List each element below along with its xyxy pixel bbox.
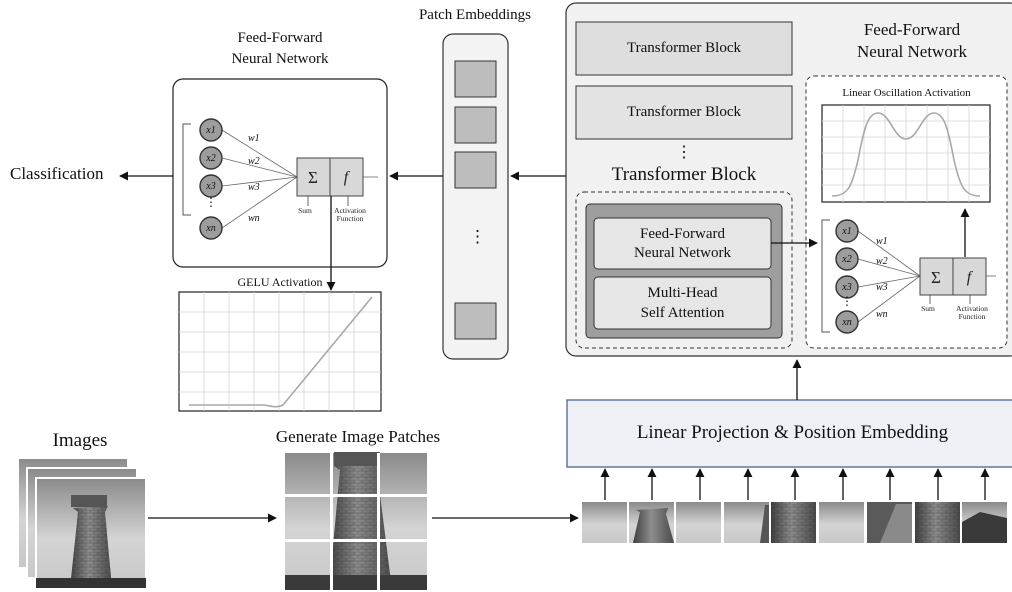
- transformer-ellipsis: ⋮: [676, 144, 692, 161]
- left-sum-label: Sum: [298, 206, 312, 215]
- left-ffn-title-1: Feed-Forward: [237, 30, 323, 46]
- mhsa-sub-block-label-1: Multi-Head: [647, 285, 718, 301]
- linear-projection-box[interactable]: [566, 399, 1012, 468]
- left-weight-wn: wn: [248, 213, 260, 224]
- left-node-ellipsis: ⋮: [205, 195, 217, 209]
- right-act-label-1: Activation: [956, 304, 988, 313]
- right-sigma-symbol: Σ: [931, 268, 941, 287]
- ffn-sub-block-label-2: Neural Network: [633, 245, 732, 261]
- right-node-x1: x1: [841, 226, 851, 237]
- loa-curve: [831, 112, 981, 197]
- right-node-xn: xn: [841, 317, 851, 328]
- mhsa-sub-block-label-2: Self Attention: [640, 305, 725, 321]
- left-weight-w3: w3: [248, 182, 260, 193]
- right-input-nodes: [835, 219, 859, 334]
- left-act-label-2: Function: [337, 214, 364, 223]
- right-weight-w3: w3: [876, 282, 888, 293]
- patch-embeddings-ellipsis: ⋮: [469, 227, 486, 246]
- gelu-plot: [178, 291, 382, 412]
- right-f-symbol: f: [967, 269, 974, 286]
- left-sigma-symbol: Σ: [308, 168, 318, 187]
- right-weight-wn: wn: [876, 309, 888, 320]
- transformer-block-title: Transformer Block: [611, 164, 757, 185]
- patch-strip: [582, 502, 1007, 543]
- patches-label: Generate Image Patches: [275, 427, 441, 446]
- images-stack: [17, 457, 147, 589]
- left-ffn-title-2: Neural Network: [231, 51, 329, 67]
- transformer-block-detail: [575, 191, 793, 349]
- left-node-x1: x1: [205, 125, 215, 136]
- classification-label: Classification: [10, 164, 104, 183]
- arrows: [119, 171, 990, 523]
- right-ffn-title-2: Neural Network: [857, 42, 967, 61]
- linear-projection-label: Linear Projection & Position Embedding: [636, 422, 949, 443]
- left-weight-w2: w2: [248, 156, 260, 167]
- patch-embeddings-title: Patch Embeddings: [418, 7, 532, 23]
- transformer-block-2-label: Transformer Block: [626, 104, 742, 120]
- gelu-curve: [189, 296, 373, 408]
- right-act-label-2: Function: [959, 312, 986, 321]
- right-node-x2: x2: [841, 254, 851, 265]
- left-weight-w1: w1: [248, 133, 260, 144]
- left-act-label-1: Activation: [334, 206, 366, 215]
- right-sum-label: Sum: [921, 304, 935, 313]
- image-patches-grid: [285, 452, 427, 590]
- left-input-nodes: [199, 118, 223, 240]
- left-node-x2: x2: [205, 153, 215, 164]
- right-node-ellipsis: ⋮: [841, 294, 853, 308]
- left-node-xn: xn: [205, 223, 215, 234]
- images-label: Images: [52, 430, 108, 451]
- transformer-block-1[interactable]: [575, 21, 793, 76]
- mhsa-sub-block[interactable]: [593, 276, 772, 330]
- gelu-title: GELU Activation: [237, 275, 323, 289]
- left-node-x3: x3: [205, 181, 215, 192]
- ffn-sub-block-label-1: Feed-Forward: [640, 226, 725, 242]
- transformer-block-1-label: Transformer Block: [626, 40, 742, 56]
- right-weight-w1: w1: [876, 236, 888, 247]
- patch-embedding-cells: [454, 60, 497, 340]
- right-ffn-title-1: Feed-Forward: [863, 20, 961, 39]
- right-weight-w2: w2: [876, 256, 888, 267]
- transformer-block-2[interactable]: [575, 85, 793, 140]
- right-node-x3: x3: [841, 282, 851, 293]
- left-f-symbol: f: [344, 169, 351, 186]
- loa-title: Linear Oscillation Activation: [842, 87, 971, 99]
